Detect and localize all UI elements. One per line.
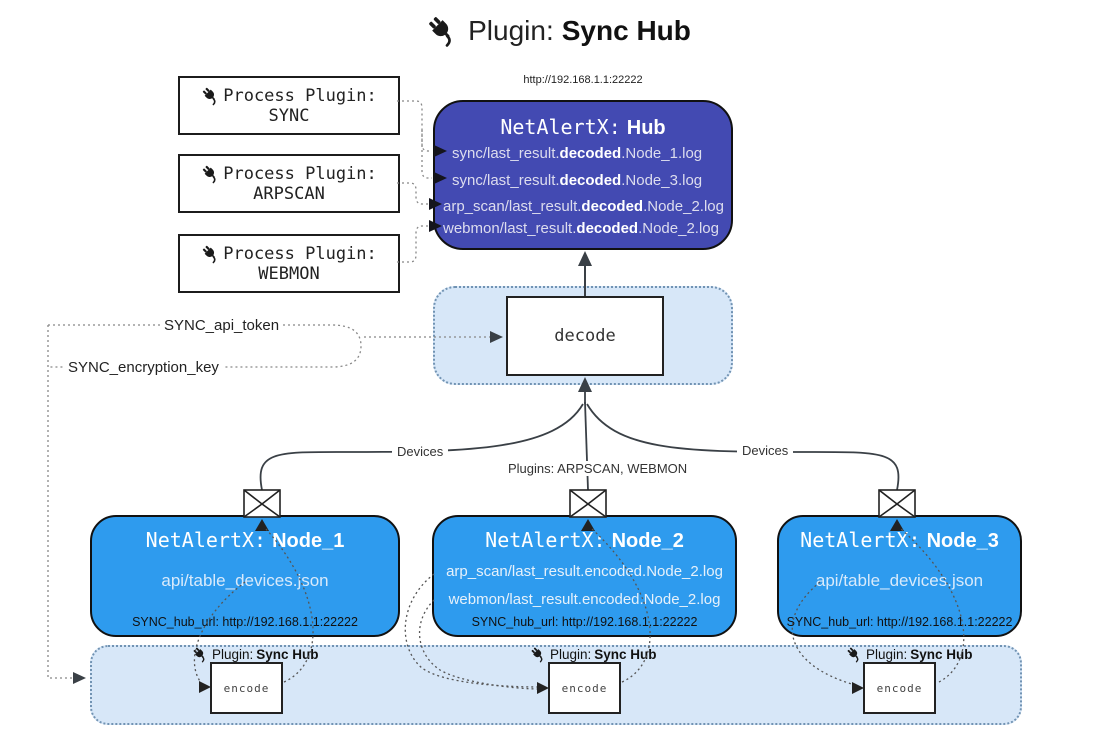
- plug-icon: [201, 86, 221, 106]
- process-plugin-label: Process Plugin:: [223, 163, 377, 184]
- devices-edge-label-right: Devices: [737, 443, 794, 458]
- encode-box-1: encode: [210, 662, 283, 714]
- sync-api-token-label: SYNC_api_token: [160, 317, 284, 334]
- envelope-icon: [569, 489, 607, 518]
- plugin-to-hub-connectors: [397, 100, 432, 263]
- node-file: api/table_devices.json: [815, 571, 984, 590]
- hub-log-line: arp_scan/last_result.decoded.Node_2.log: [443, 198, 724, 215]
- page-title: Plugin: Sync Hub: [0, 14, 1117, 48]
- plug-icon: [426, 14, 460, 48]
- plug-icon: [846, 646, 863, 663]
- node-file: arp_scan/last_result.encoded.Node_2.log: [446, 563, 723, 580]
- envelope-icon: [878, 489, 916, 518]
- netalertx-node-2-box: NetAlertX:Node_2 arp_scan/last_result.en…: [432, 515, 737, 637]
- node-title: NetAlertX:Node_3: [800, 528, 999, 552]
- encoder-label-3: Plugin:Sync Hub: [846, 646, 973, 663]
- devices-edge-label-left: Devices: [392, 444, 449, 459]
- hub-log-line: sync/last_result.decoded.Node_3.log: [452, 172, 703, 189]
- title-prefix: Plugin:: [468, 15, 554, 46]
- netalertx-hub-box: NetAlertX:Hub sync/last_result.decoded.N…: [433, 100, 733, 250]
- node-hub-url: SYNC_hub_url: http://192.168.1.1:22222: [471, 615, 698, 629]
- hub-title: NetAlertX:Hub: [435, 115, 731, 140]
- node-hub-url: SYNC_hub_url: http://192.168.1.1:22222: [132, 615, 358, 629]
- node-title: NetAlertX:Node_2: [485, 528, 684, 552]
- decode-box: decode: [506, 296, 664, 376]
- plug-icon: [530, 646, 547, 663]
- plug-icon: [201, 164, 221, 184]
- encoder-label-2: Plugin:Sync Hub: [530, 646, 657, 663]
- envelope-icon: [243, 489, 281, 518]
- netalertx-node-1-box: NetAlertX:Node_1 api/table_devices.json …: [90, 515, 400, 637]
- hub-log-line: sync/last_result.decoded.Node_1.log: [452, 145, 703, 162]
- process-plugin-label: Process Plugin:: [223, 85, 377, 106]
- encode-box-2: encode: [548, 662, 621, 714]
- process-plugin-arpscan: Process Plugin: ARPSCAN: [178, 154, 400, 213]
- process-plugin-name: ARPSCAN: [253, 183, 325, 204]
- node-file: webmon/last_result.encoded.Node_2.log: [448, 591, 721, 608]
- node-hub-url: SYNC_hub_url: http://192.168.1.1:22222: [786, 615, 1013, 629]
- process-plugin-label: Process Plugin:: [223, 243, 377, 264]
- sync-encryption-key-label: SYNC_encryption_key: [64, 359, 223, 376]
- title-bold: Sync Hub: [561, 15, 691, 46]
- plug-icon: [192, 646, 209, 663]
- encoder-label-1: Plugin:Sync Hub: [192, 646, 319, 663]
- node-file: api/table_devices.json: [161, 571, 329, 590]
- process-plugin-sync: Process Plugin: SYNC: [178, 76, 400, 135]
- node-title: NetAlertX:Node_1: [145, 528, 345, 552]
- plugins-edge-label: Plugins: ARPSCAN, WEBMON: [503, 461, 693, 476]
- envelope-icons: [243, 489, 916, 518]
- process-plugin-name: WEBMON: [258, 263, 320, 284]
- hub-title-bold: Hub: [626, 117, 666, 139]
- hub-log-line: webmon/last_result.decoded.Node_2.log: [443, 220, 719, 237]
- process-plugin-name: SYNC: [268, 105, 310, 126]
- decode-to-hub-arrow-icon: [578, 251, 592, 266]
- encode-box-3: encode: [863, 662, 936, 714]
- process-plugin-webmon: Process Plugin: WEBMON: [178, 234, 400, 293]
- hub-title-mono: NetAlertX:: [500, 115, 621, 139]
- plug-icon: [201, 244, 221, 264]
- hub-url-label: http://192.168.1.1:22222: [523, 74, 643, 86]
- netalertx-node-3-box: NetAlertX:Node_3 api/table_devices.json …: [777, 515, 1022, 637]
